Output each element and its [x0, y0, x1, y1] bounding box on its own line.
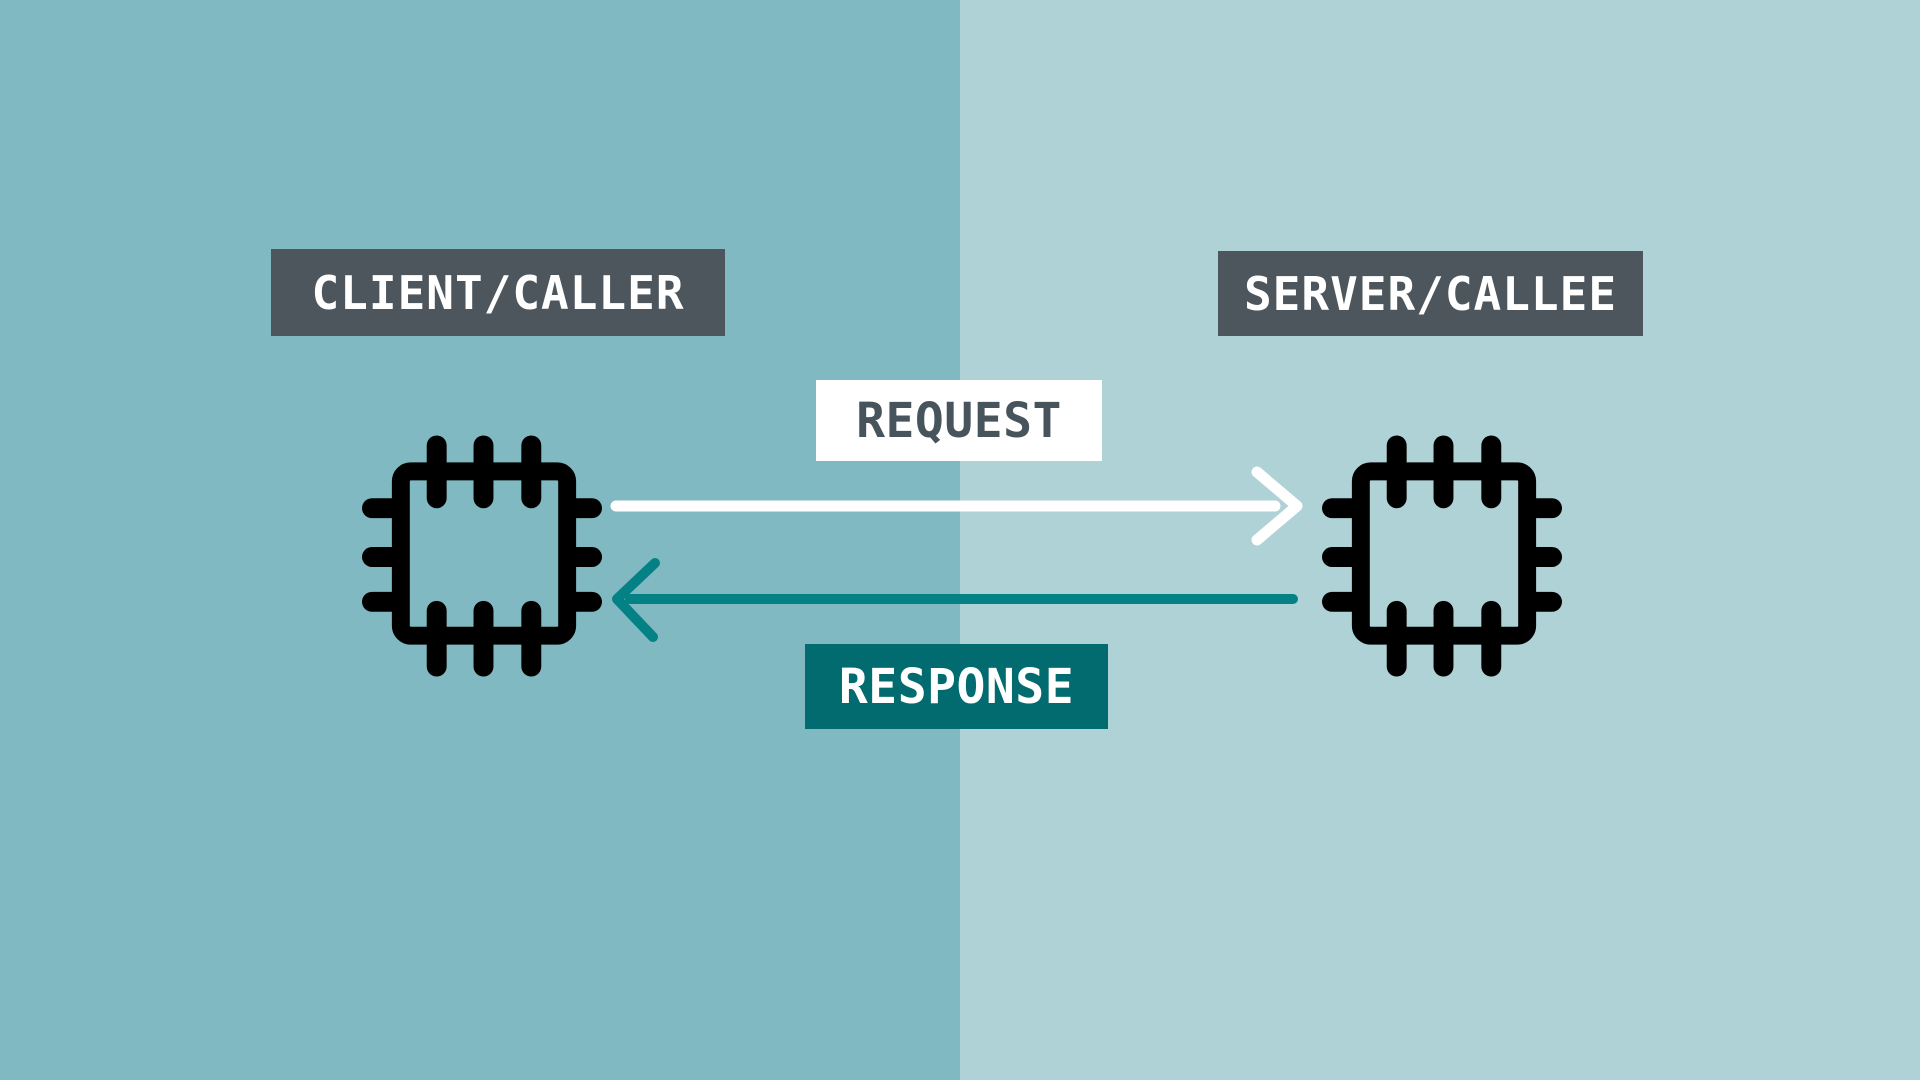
client-background-panel — [0, 0, 960, 1080]
client-label: CLIENT/CALLER — [271, 249, 725, 336]
request-tag-text: REQUEST — [856, 392, 1062, 449]
request-arrow-icon — [610, 466, 1303, 546]
client-label-text: CLIENT/CALLER — [311, 265, 685, 320]
chip-icon — [1322, 435, 1563, 677]
request-tag: REQUEST — [816, 380, 1102, 461]
chip-icon — [362, 435, 603, 677]
server-label: SERVER/CALLEE — [1218, 251, 1643, 336]
server-background-panel — [960, 0, 1920, 1080]
server-label-text: SERVER/CALLEE — [1243, 266, 1618, 321]
response-tag: RESPONSE — [805, 644, 1108, 729]
response-tag-text: RESPONSE — [838, 658, 1075, 715]
response-arrow-icon — [612, 558, 1298, 642]
